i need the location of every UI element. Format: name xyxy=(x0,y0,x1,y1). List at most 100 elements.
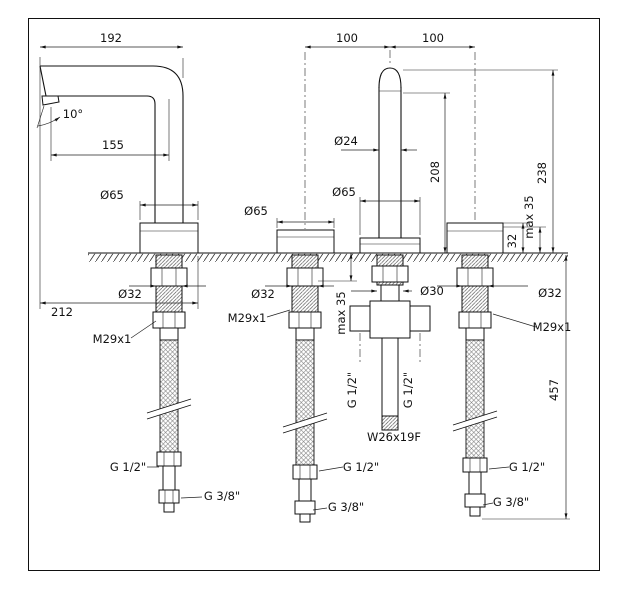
tee-port-left xyxy=(349,305,371,332)
right-end-tip xyxy=(469,506,481,517)
left-hose-fitting xyxy=(156,451,182,467)
left-hose-neck xyxy=(162,465,176,491)
leader-line xyxy=(318,466,344,472)
tee-body xyxy=(369,300,411,339)
hose-break-line xyxy=(452,410,498,426)
dim-total-height: 238 xyxy=(535,162,549,184)
aerator-tip xyxy=(41,95,60,106)
angle-ref-line xyxy=(36,105,45,129)
leader-line xyxy=(482,502,494,506)
middle-hose-collar xyxy=(295,327,315,341)
left-base-body xyxy=(139,222,199,254)
middle-end-tip xyxy=(299,513,311,523)
right-hose-fitting xyxy=(462,457,488,473)
right-thread-lower xyxy=(461,285,489,313)
right-braided-hose xyxy=(465,339,485,459)
leader-line xyxy=(130,320,157,339)
middle-mounting-nut xyxy=(286,267,324,287)
leader-line xyxy=(488,466,510,470)
label-port-right: G 1/2" xyxy=(401,372,415,408)
column-bottom-threaded-end xyxy=(381,415,399,431)
right-coupling-nut xyxy=(458,311,492,329)
dim-mid-base-diameter: Ø65 xyxy=(244,204,268,218)
middle-thread-lower xyxy=(291,285,319,313)
right-mounting-nut xyxy=(456,267,494,287)
label-right-hose-end: G 3/8" xyxy=(493,495,529,509)
column-mounting-nut xyxy=(371,265,409,283)
right-hose-neck xyxy=(468,471,482,495)
dim-hose-length: 457 xyxy=(547,379,561,401)
right-hose-collar xyxy=(465,327,485,341)
hose-break-mask xyxy=(283,413,327,433)
dim-right-base-height: 32 xyxy=(505,234,519,249)
left-end-nut xyxy=(158,489,180,504)
right-dimensions: 32 max 35 Ø32 M29x1 457 G 1/2" G 3/8" xyxy=(437,195,572,520)
column-neck xyxy=(380,284,400,302)
tee-port-right xyxy=(409,305,431,332)
right-base-body xyxy=(446,222,504,254)
middle-dimensions: Ø65 Ø32 M29x1 max 35 G 1/2" G 3/8" xyxy=(228,204,380,514)
middle-hose-neck xyxy=(298,478,312,502)
column-down-pipe xyxy=(381,337,399,417)
middle-end-nut xyxy=(294,500,316,515)
center-dimensions: 100 100 Ø24 Ø65 208 238 Ø30 G 1/2" G 1/2… xyxy=(305,31,558,444)
middle-hose-fitting xyxy=(292,464,318,480)
left-coupling-nut xyxy=(152,311,186,329)
label-mid-hose-end: G 3/8" xyxy=(328,500,364,514)
left-end-tip xyxy=(163,502,175,513)
left-spout xyxy=(36,65,199,513)
label-port-left: G 1/2" xyxy=(345,372,359,408)
leader-line xyxy=(180,496,203,499)
hose-break-line xyxy=(452,416,498,432)
dim-spacing-left: 100 xyxy=(336,31,358,45)
dim-mid-shank-diameter: Ø32 xyxy=(251,287,275,301)
dim-column-height: 208 xyxy=(428,161,442,183)
hose-break-line xyxy=(146,398,192,414)
left-thread-lower xyxy=(155,285,183,313)
label-right-thread: M29x1 xyxy=(533,320,572,334)
dim-column-base-diameter: Ø65 xyxy=(332,185,356,199)
dim-column-diameter: Ø24 xyxy=(334,134,358,148)
dim-right-shank-diameter: Ø32 xyxy=(538,286,562,300)
leader-line xyxy=(312,507,328,511)
dim-right-max-deck: max 35 xyxy=(522,195,536,238)
center-column-spout xyxy=(349,50,431,431)
left-mounting-nut xyxy=(150,267,188,287)
label-column-bottom-thread: W26x19F xyxy=(367,430,421,444)
column-escutcheon xyxy=(359,237,421,254)
dim-column-shank-diameter: Ø30 xyxy=(420,284,444,298)
right-valve xyxy=(446,52,504,517)
dim-left-shank-diameter: Ø32 xyxy=(118,287,142,301)
hose-break-mask xyxy=(453,411,497,431)
middle-valve xyxy=(276,52,335,523)
hose-break-line xyxy=(282,418,328,434)
left-braided-hose xyxy=(159,339,179,453)
hose-break-mask xyxy=(147,399,191,419)
dim-left-base-diameter: Ø65 xyxy=(100,188,124,202)
middle-braided-hose xyxy=(295,339,315,466)
left-dimensions: 192 10° 155 Ø65 Ø32 212 M29x1 G 1/2" G 3… xyxy=(39,31,240,503)
label-mid-hose-coupling: G 1/2" xyxy=(343,460,379,474)
dim-mid-max-deck: max 35 xyxy=(334,291,348,334)
label-left-hose-coupling: G 1/2" xyxy=(110,460,146,474)
leader-line xyxy=(266,309,291,318)
label-left-thread: M29x1 xyxy=(93,332,132,346)
label-mid-thread: M29x1 xyxy=(228,311,267,325)
middle-base-body xyxy=(276,229,335,254)
dim-spout-reach: 192 xyxy=(100,31,122,45)
dim-left-length: 212 xyxy=(51,305,73,319)
label-right-hose-coupling: G 1/2" xyxy=(509,460,545,474)
middle-coupling-nut xyxy=(288,311,322,329)
right-end-nut xyxy=(464,493,486,508)
dim-spout-projection: 155 xyxy=(102,138,124,152)
dim-spacing-right: 100 xyxy=(422,31,444,45)
deck-hatching xyxy=(88,253,568,262)
column-dome xyxy=(378,67,402,89)
left-hose-collar xyxy=(159,327,179,341)
dim-spout-angle: 10° xyxy=(63,107,83,121)
label-left-hose-end: G 3/8" xyxy=(204,489,240,503)
hose-break-line xyxy=(146,404,192,420)
left-spout-outline xyxy=(39,65,184,223)
